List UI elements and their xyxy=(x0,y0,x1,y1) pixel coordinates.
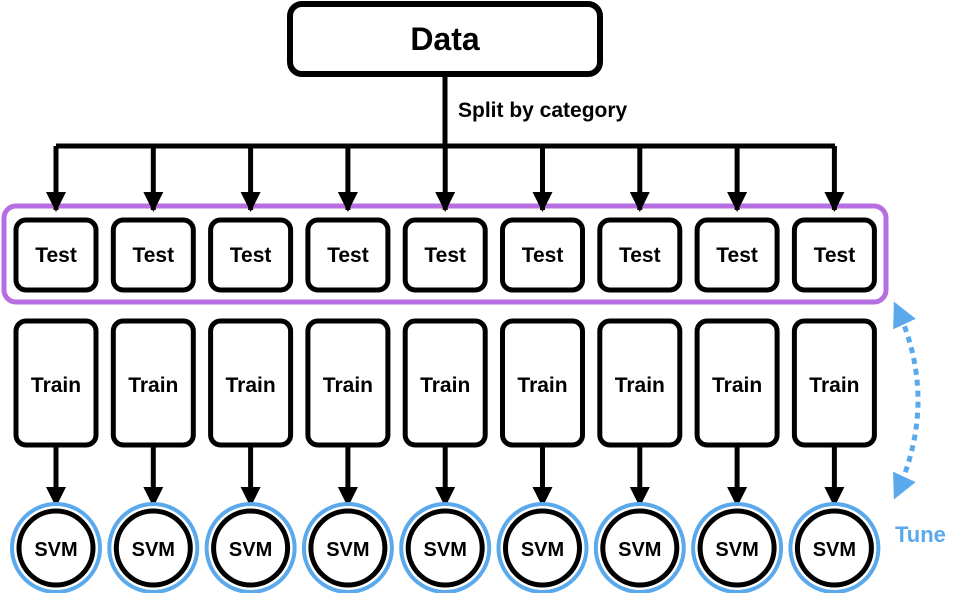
train-label: Train xyxy=(323,374,373,397)
train-label: Train xyxy=(128,374,178,397)
test-label: Test xyxy=(814,244,856,267)
tune-label: Tune xyxy=(895,522,946,547)
test-node: Test xyxy=(791,217,877,293)
train-label: Train xyxy=(420,374,470,397)
test-node: Test xyxy=(110,217,196,293)
test-label: Test xyxy=(132,244,174,267)
svm-node: SVM xyxy=(107,502,200,593)
svm-node: SVM xyxy=(496,502,589,593)
test-label: Test xyxy=(327,244,369,267)
svm-node: SVM xyxy=(691,502,784,593)
train-label: Train xyxy=(226,374,276,397)
split-connector: Split by category xyxy=(56,74,835,149)
test-node: Test xyxy=(500,217,585,293)
test-node: Test xyxy=(694,217,780,293)
svm-label: SVM xyxy=(715,539,758,561)
test-label: Test xyxy=(716,244,758,267)
svm-label: SVM xyxy=(424,539,467,561)
svm-label: SVM xyxy=(229,539,272,561)
train-node: Train xyxy=(597,318,683,448)
train-node: Train xyxy=(402,318,488,448)
test-node: Test xyxy=(402,217,488,293)
train-node: Train xyxy=(500,318,585,448)
tune-arrow xyxy=(893,301,921,500)
test-label: Test xyxy=(424,244,466,267)
svm-label: SVM xyxy=(132,539,175,561)
svm-label: SVM xyxy=(326,539,369,561)
svm-label: SVM xyxy=(34,539,77,561)
test-label: Test xyxy=(522,244,564,267)
train-label: Train xyxy=(712,374,762,397)
data-node: Data xyxy=(287,1,603,77)
svm-node: SVM xyxy=(10,502,102,593)
svm-node: SVM xyxy=(593,502,686,593)
test-label: Test xyxy=(230,244,272,267)
svm-node: SVM xyxy=(399,502,492,593)
train-node: Train xyxy=(305,318,391,448)
test-label: Test xyxy=(619,244,661,267)
test-node: Test xyxy=(305,217,391,293)
train-label: Train xyxy=(31,374,81,397)
train-label: Train xyxy=(517,374,567,397)
train-label: Train xyxy=(809,374,859,397)
svm-node: SVM xyxy=(204,502,297,593)
test-node: Test xyxy=(13,217,99,293)
train-node: Train xyxy=(110,318,196,448)
train-node: Train xyxy=(791,318,877,448)
svm-label: SVM xyxy=(813,539,856,561)
test-node: Test xyxy=(597,217,683,293)
svm-label: SVM xyxy=(618,539,661,561)
train-label: Train xyxy=(615,374,665,397)
category-columns: TestTrainSVMTestTrainSVMTestTrainSVMTest… xyxy=(10,146,881,593)
train-node: Train xyxy=(13,318,99,448)
tune-indicator: Tune xyxy=(893,301,946,547)
data-node-label: Data xyxy=(410,21,480,57)
test-node: Test xyxy=(208,217,294,293)
train-node: Train xyxy=(694,318,780,448)
svm-node: SVM xyxy=(788,502,881,593)
svm-label: SVM xyxy=(521,539,564,561)
test-label: Test xyxy=(35,244,77,267)
split-label: Split by category xyxy=(458,99,628,122)
svm-node: SVM xyxy=(301,502,394,593)
train-node: Train xyxy=(208,318,294,448)
